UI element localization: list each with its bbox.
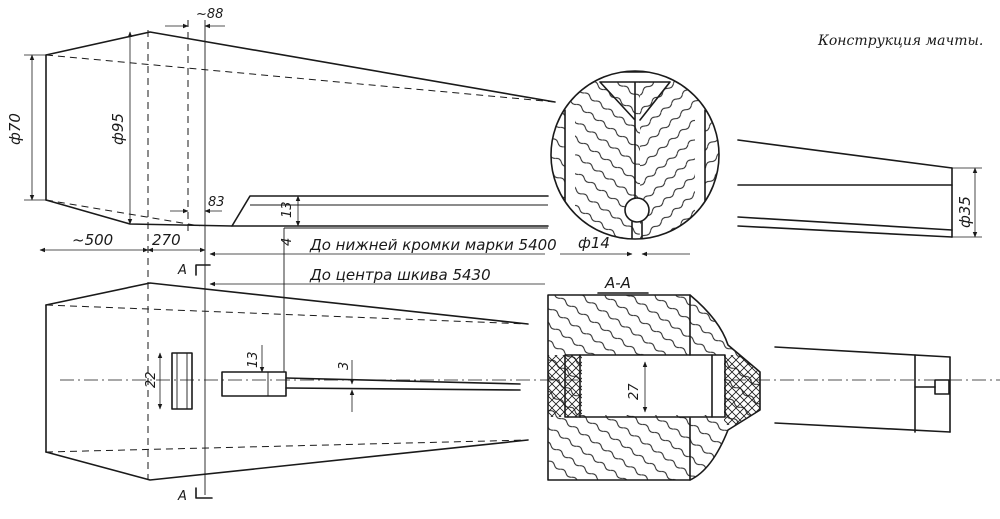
cross-section-circle: ф14 — [550, 70, 720, 257]
section-marker-bottom: А — [177, 489, 187, 504]
dim-13-bottom: 13 — [246, 351, 261, 368]
note-sheave-center: До центра шкива 5430 — [309, 266, 491, 284]
section-label: А-А — [604, 274, 631, 292]
dim-d35: ф35 — [956, 196, 974, 228]
mast-top-right: ф35 — [737, 139, 982, 238]
bottom-plan: 22 13 3 А — [45, 228, 1000, 504]
section-marker-top: А — [177, 263, 187, 278]
dim-500: ~500 — [72, 231, 113, 249]
note-lower-edge: До нижней кромки марки 5400 — [309, 236, 557, 254]
dim-13-top: 13 — [280, 201, 295, 218]
dim-d14: ф14 — [578, 234, 610, 252]
dim-88: ~88 — [196, 7, 223, 22]
dim-83: 83 — [208, 195, 225, 210]
top-dimensions: ф70 ф95 ~88 83 13 4 ~500 270 До нижней к… — [6, 7, 557, 287]
cap-section: А-А 27 — [547, 274, 761, 481]
dim-3: 3 — [337, 362, 352, 370]
dim-d70-top: ф70 — [6, 113, 24, 145]
mast-top-plan — [774, 346, 951, 433]
top-elevation — [45, 20, 556, 495]
dim-27: 27 — [627, 383, 642, 400]
dim-270: 270 — [152, 231, 181, 249]
dim-4: 4 — [280, 238, 295, 246]
dim-22: 22 — [144, 371, 159, 388]
dim-d95: ф95 — [109, 113, 127, 145]
figure-caption: Конструкция мачты. — [817, 33, 983, 49]
